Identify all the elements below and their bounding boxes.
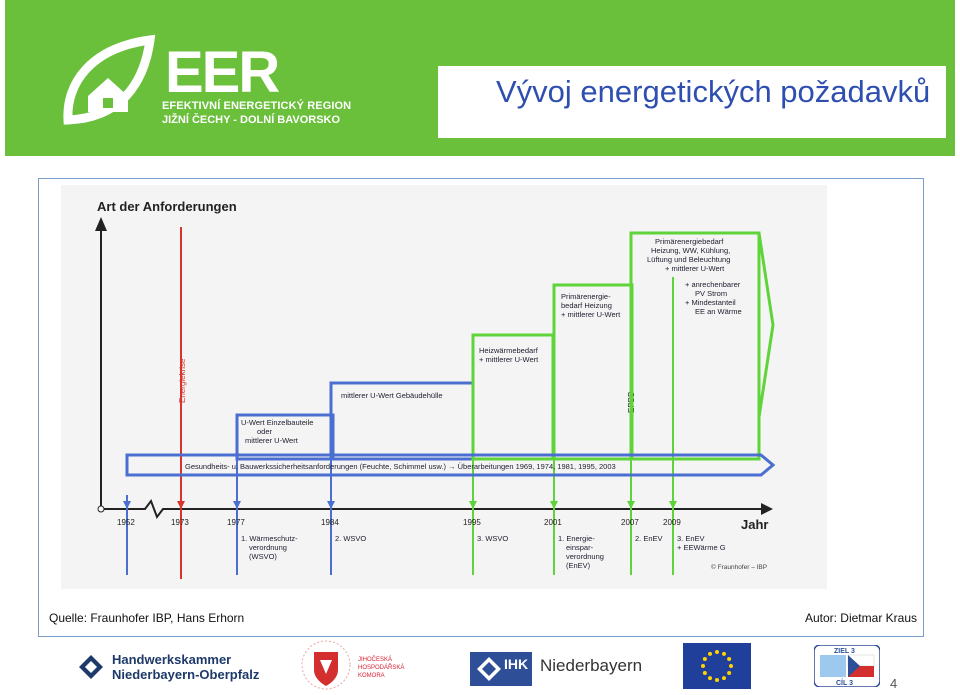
jhk-line-2: HOSPODÁŘSKÁ (358, 665, 405, 671)
jhk-text: JIHOČESKÁ HOSPODÁŘSKÁ KOMORA (358, 656, 404, 680)
author-note: Autor: Dietmar Kraus (804, 611, 917, 625)
addon-line-1: + anrechenbarer (685, 280, 741, 289)
step-4-line-2: bedarf Heizung (561, 301, 612, 310)
addon-line-2: PV Strom (695, 289, 727, 298)
step-1-line-3: mittlerer U-Wert (245, 436, 299, 445)
title-panel (438, 66, 946, 138)
jhk-line-1: JIHOČESKÁ (358, 657, 393, 663)
eu-star (708, 651, 712, 656)
page-number: 4 (890, 676, 898, 691)
ihk-region: Niederbayern (540, 656, 643, 675)
year-label-2001: 2001 (544, 518, 562, 527)
step-5-line-4: + mittlerer U-Wert (665, 264, 725, 273)
reg-1-line-2: verordnung (249, 543, 287, 552)
reg-6-line-1: 3. EnEV (677, 534, 705, 543)
year-marker-2009 (669, 501, 677, 509)
y-axis-arrow (95, 217, 107, 231)
step-1-line-1: U-Wert Einzelbauteile (241, 418, 313, 427)
eu-star (722, 676, 726, 681)
year-marker-1952 (123, 501, 131, 509)
cil-label: CÍL 3 (836, 678, 853, 687)
step-5-line-1: Primärenergiebedarf (655, 237, 724, 246)
source-note: Quelle: Fraunhofer IBP, Hans Erhorn (49, 611, 245, 625)
step-3-line-1: Heizwärmebedarf (479, 346, 539, 355)
reg-2-line-1: 2. WSVO (335, 534, 366, 543)
ihk-label: IHK (504, 656, 529, 672)
year-label-1977: 1977 (227, 518, 245, 527)
reg-6-line-2: + EEWärme G (677, 543, 726, 552)
page-title: Vývoj energetických požadavků (496, 74, 931, 109)
reg-4-line-3: verordnung (566, 552, 604, 561)
eu-star (727, 657, 732, 661)
eu-star (722, 651, 726, 656)
year-label-2007: 2007 (621, 518, 639, 527)
logo-subtitle-2: JIŽNÍ ČECHY - DOLNÍ BAVORSKO (162, 114, 341, 126)
content-frame: Art der Anforderungen Jahr Energiekrise (38, 178, 924, 637)
reg-3-line-1: 3. WSVO (477, 534, 508, 543)
year-marker-2001 (550, 501, 558, 509)
logo-mark-text: EER (165, 44, 279, 96)
x-axis-label: Jahr (741, 517, 768, 532)
step-1-line-2: oder (257, 427, 273, 436)
addon-line-4: EE an Wärme (695, 307, 742, 316)
eu-star (701, 664, 705, 668)
step-4-line-1: Primärenergie- (561, 292, 611, 301)
diagram-heading: Art der Anforderungen (97, 199, 237, 214)
leaf-house-icon (63, 34, 156, 125)
year-marker-2007 (627, 501, 635, 509)
year-label-1952: 1952 (117, 518, 135, 527)
year-markers: 1952 1973 1977 1984 1995 2001 2007 2009 (117, 501, 681, 527)
handwerkskammer-logo-icon (79, 655, 103, 679)
eu-stars-icon (701, 650, 733, 682)
step-5-line-2: Heizung, WW, Kühlung, (651, 246, 730, 255)
eu-star (715, 678, 719, 682)
eu-star (702, 671, 707, 675)
eu-star (708, 676, 712, 681)
diagram-copyright: © Fraunhofer – IBP (711, 563, 767, 571)
requirements-diagram: Art der Anforderungen Jahr Energiekrise (61, 185, 827, 589)
eer-logo-mark: EER (165, 44, 281, 96)
year-marker-1973 (177, 501, 185, 509)
year-label-2009: 2009 (663, 518, 681, 527)
year-marker-1977 (233, 501, 241, 509)
eu-flag-icon (683, 643, 751, 689)
eu-star (715, 650, 719, 654)
x-axis (101, 498, 761, 520)
year-marker-1995 (469, 501, 477, 509)
step-4-line-3: + mittlerer U-Wert (561, 310, 621, 319)
eu-star (727, 671, 732, 675)
reg-4-line-4: (EnEV) (566, 561, 591, 570)
eu-star (702, 657, 707, 661)
ziel3-logo-icon: ZIEL 3 CÍL 3 (814, 645, 880, 687)
ziel-label: ZIEL 3 (834, 648, 855, 655)
step-5-arrow (757, 232, 775, 418)
year-label-1995: 1995 (463, 518, 481, 527)
logo-subtitle-1: EFEKTIVNÍ ENERGETICKÝ REGION (162, 100, 352, 112)
reg-5-line-1: 2. EnEV (635, 534, 663, 543)
step-2-line-1: mittlerer U-Wert Gebäudehülle (341, 391, 443, 400)
jhk-line-3: KOMORA (358, 673, 385, 679)
hwk-name-line-2: Niederbayern-Oberpfalz (112, 667, 260, 682)
ihk-diamond-icon (477, 657, 501, 681)
x-axis-arrow (761, 503, 773, 515)
year-label-1973: 1973 (171, 518, 189, 527)
reg-1-line-1: 1. Wärmeschutz- (241, 534, 298, 543)
health-requirements-bar (125, 453, 776, 477)
hwk-name-line-1: Handwerkskammer (112, 652, 232, 667)
reg-4-line-2: einspar- (566, 543, 594, 552)
eu-star (729, 664, 733, 668)
reg-1-line-3: (WSVO) (249, 552, 277, 561)
health-requirements-text: Gesundheits- u. Bauwerkssicherheitsanfor… (185, 462, 616, 471)
year-label-1984: 1984 (321, 518, 339, 527)
step-text-1: U-Wert Einzelbauteile oder mittlerer U-W… (241, 418, 313, 445)
step-5-line-3: Lüftung und Beleuchtung (647, 255, 730, 264)
step-3-line-2: + mittlerer U-Wert (479, 355, 539, 364)
year-marker-1984 (327, 501, 335, 509)
addon-line-3: + Mindestanteil (685, 298, 736, 307)
axis-origin (97, 505, 105, 513)
chamber-crest-icon (301, 640, 351, 690)
reg-4-line-1: 1. Energie- (558, 534, 595, 543)
energy-crisis-label: Energiekrise (178, 358, 187, 403)
diagram-svg: Art der Anforderungen Jahr Energiekrise (95, 199, 776, 579)
